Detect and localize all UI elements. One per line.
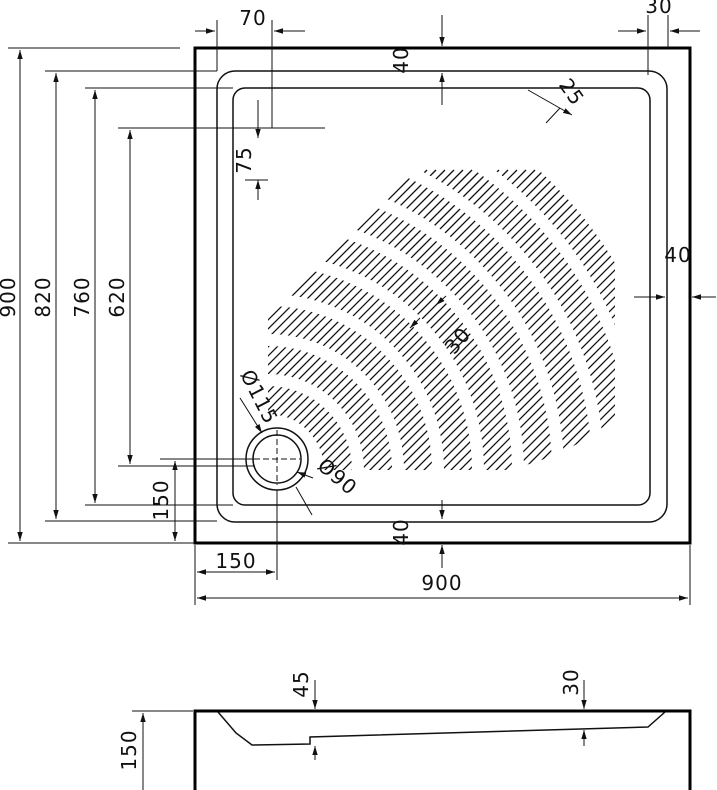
pattern-stripe <box>357 169 615 470</box>
pattern-stripe <box>268 169 615 470</box>
pattern-stripe <box>268 169 419 470</box>
pattern-stripe <box>268 169 536 470</box>
pattern-stripe <box>268 169 615 470</box>
pattern-stripe <box>564 169 615 470</box>
pattern-stripe <box>268 169 615 470</box>
pattern-stripe <box>268 169 615 470</box>
pattern-stripe <box>268 169 615 470</box>
pattern-stripe <box>268 169 581 470</box>
dim-inner-height: 760 <box>70 276 94 317</box>
dim-pattern-height: 620 <box>105 276 129 317</box>
dim-side-height: 150 <box>117 729 141 770</box>
pattern-stripe <box>268 169 473 470</box>
dim-side-depth-left: 45 <box>289 670 313 697</box>
dim-slope: 30 <box>440 322 476 358</box>
pattern-stripe <box>573 169 615 470</box>
right-dimensions <box>634 240 716 305</box>
dim-overall-width: 900 <box>421 571 462 595</box>
pattern-stripe <box>268 169 608 470</box>
pattern-stripe <box>268 169 615 470</box>
pattern-stripe <box>268 169 615 470</box>
pattern-stripe <box>268 169 615 470</box>
pattern-stripe <box>268 169 615 470</box>
pattern-stripe <box>268 169 615 470</box>
pattern-stripe <box>268 169 615 470</box>
tray-outline <box>193 46 692 545</box>
pattern-stripe <box>268 169 615 470</box>
top-dimensions <box>195 15 700 200</box>
dim-drain-inner: Ø90 <box>313 453 362 500</box>
dim-rim-height: 820 <box>31 276 55 317</box>
pattern-stripe <box>600 169 615 470</box>
pattern-stripe <box>268 169 615 470</box>
anti-slip-pattern <box>268 169 717 770</box>
dim-rim-right: 40 <box>664 243 691 267</box>
pattern-stripe <box>294 169 615 470</box>
pattern-stripe <box>268 169 455 470</box>
pattern-stripe <box>709 170 717 770</box>
pattern-stripe <box>268 169 599 470</box>
pattern-stripe <box>268 169 563 470</box>
pattern-stripe <box>268 169 615 470</box>
pattern-stripe <box>268 169 615 470</box>
pattern-stripe <box>268 169 615 470</box>
pattern-stripe <box>700 170 717 770</box>
dim-rim-offset-x: 70 <box>239 6 266 30</box>
pattern-stripe <box>268 169 464 470</box>
dim-right-gap: 30 <box>645 0 672 18</box>
pattern-stripe <box>268 169 509 470</box>
tray-basin <box>232 87 651 506</box>
dim-rim-bottom: 40 <box>389 518 413 545</box>
dim-drain-offset-x: 150 <box>215 549 256 573</box>
dim-side-depth-right: 30 <box>559 668 583 695</box>
pattern-stripe <box>268 169 518 470</box>
pattern-stripe <box>268 169 491 470</box>
pattern-stripe <box>268 169 482 470</box>
pattern-stripe <box>591 169 615 470</box>
dim-corner-radius: 25 <box>554 74 589 110</box>
pattern-stripe <box>268 169 500 470</box>
pattern-stripe <box>285 169 615 470</box>
dim-rim-top: 40 <box>389 46 413 73</box>
pattern-stripe <box>268 169 615 470</box>
left-dimensions <box>8 47 325 544</box>
tray-rim <box>216 70 668 523</box>
pattern-stripe <box>268 169 615 470</box>
pattern-stripe <box>268 169 446 470</box>
pattern-stripe <box>691 170 717 770</box>
pattern-stripe <box>348 169 615 470</box>
pattern-stripe <box>268 169 615 470</box>
dim-pattern-start: 75 <box>232 146 256 173</box>
dim-drain-offset-y: 150 <box>149 479 173 520</box>
pattern-stripe <box>303 169 615 470</box>
pattern-stripe <box>268 169 554 470</box>
bottom-dimensions <box>194 490 691 605</box>
pattern-stripe <box>268 169 615 470</box>
pattern-stripe <box>268 169 572 470</box>
pattern-stripe <box>268 169 527 470</box>
top-view: 900 820 760 620 150 70 75 40 30 <box>0 0 717 770</box>
pattern-stripe <box>268 169 428 470</box>
side-basin-line <box>217 711 666 746</box>
pattern-stripe <box>268 169 545 470</box>
pattern-stripe <box>268 169 615 470</box>
pattern-stripe <box>268 169 437 470</box>
dim-overall-height: 900 <box>0 276 20 317</box>
pattern-stripe <box>268 169 590 470</box>
pattern-stripe <box>268 169 615 470</box>
side-profile <box>193 709 692 790</box>
side-view: 150 45 30 <box>117 668 692 790</box>
